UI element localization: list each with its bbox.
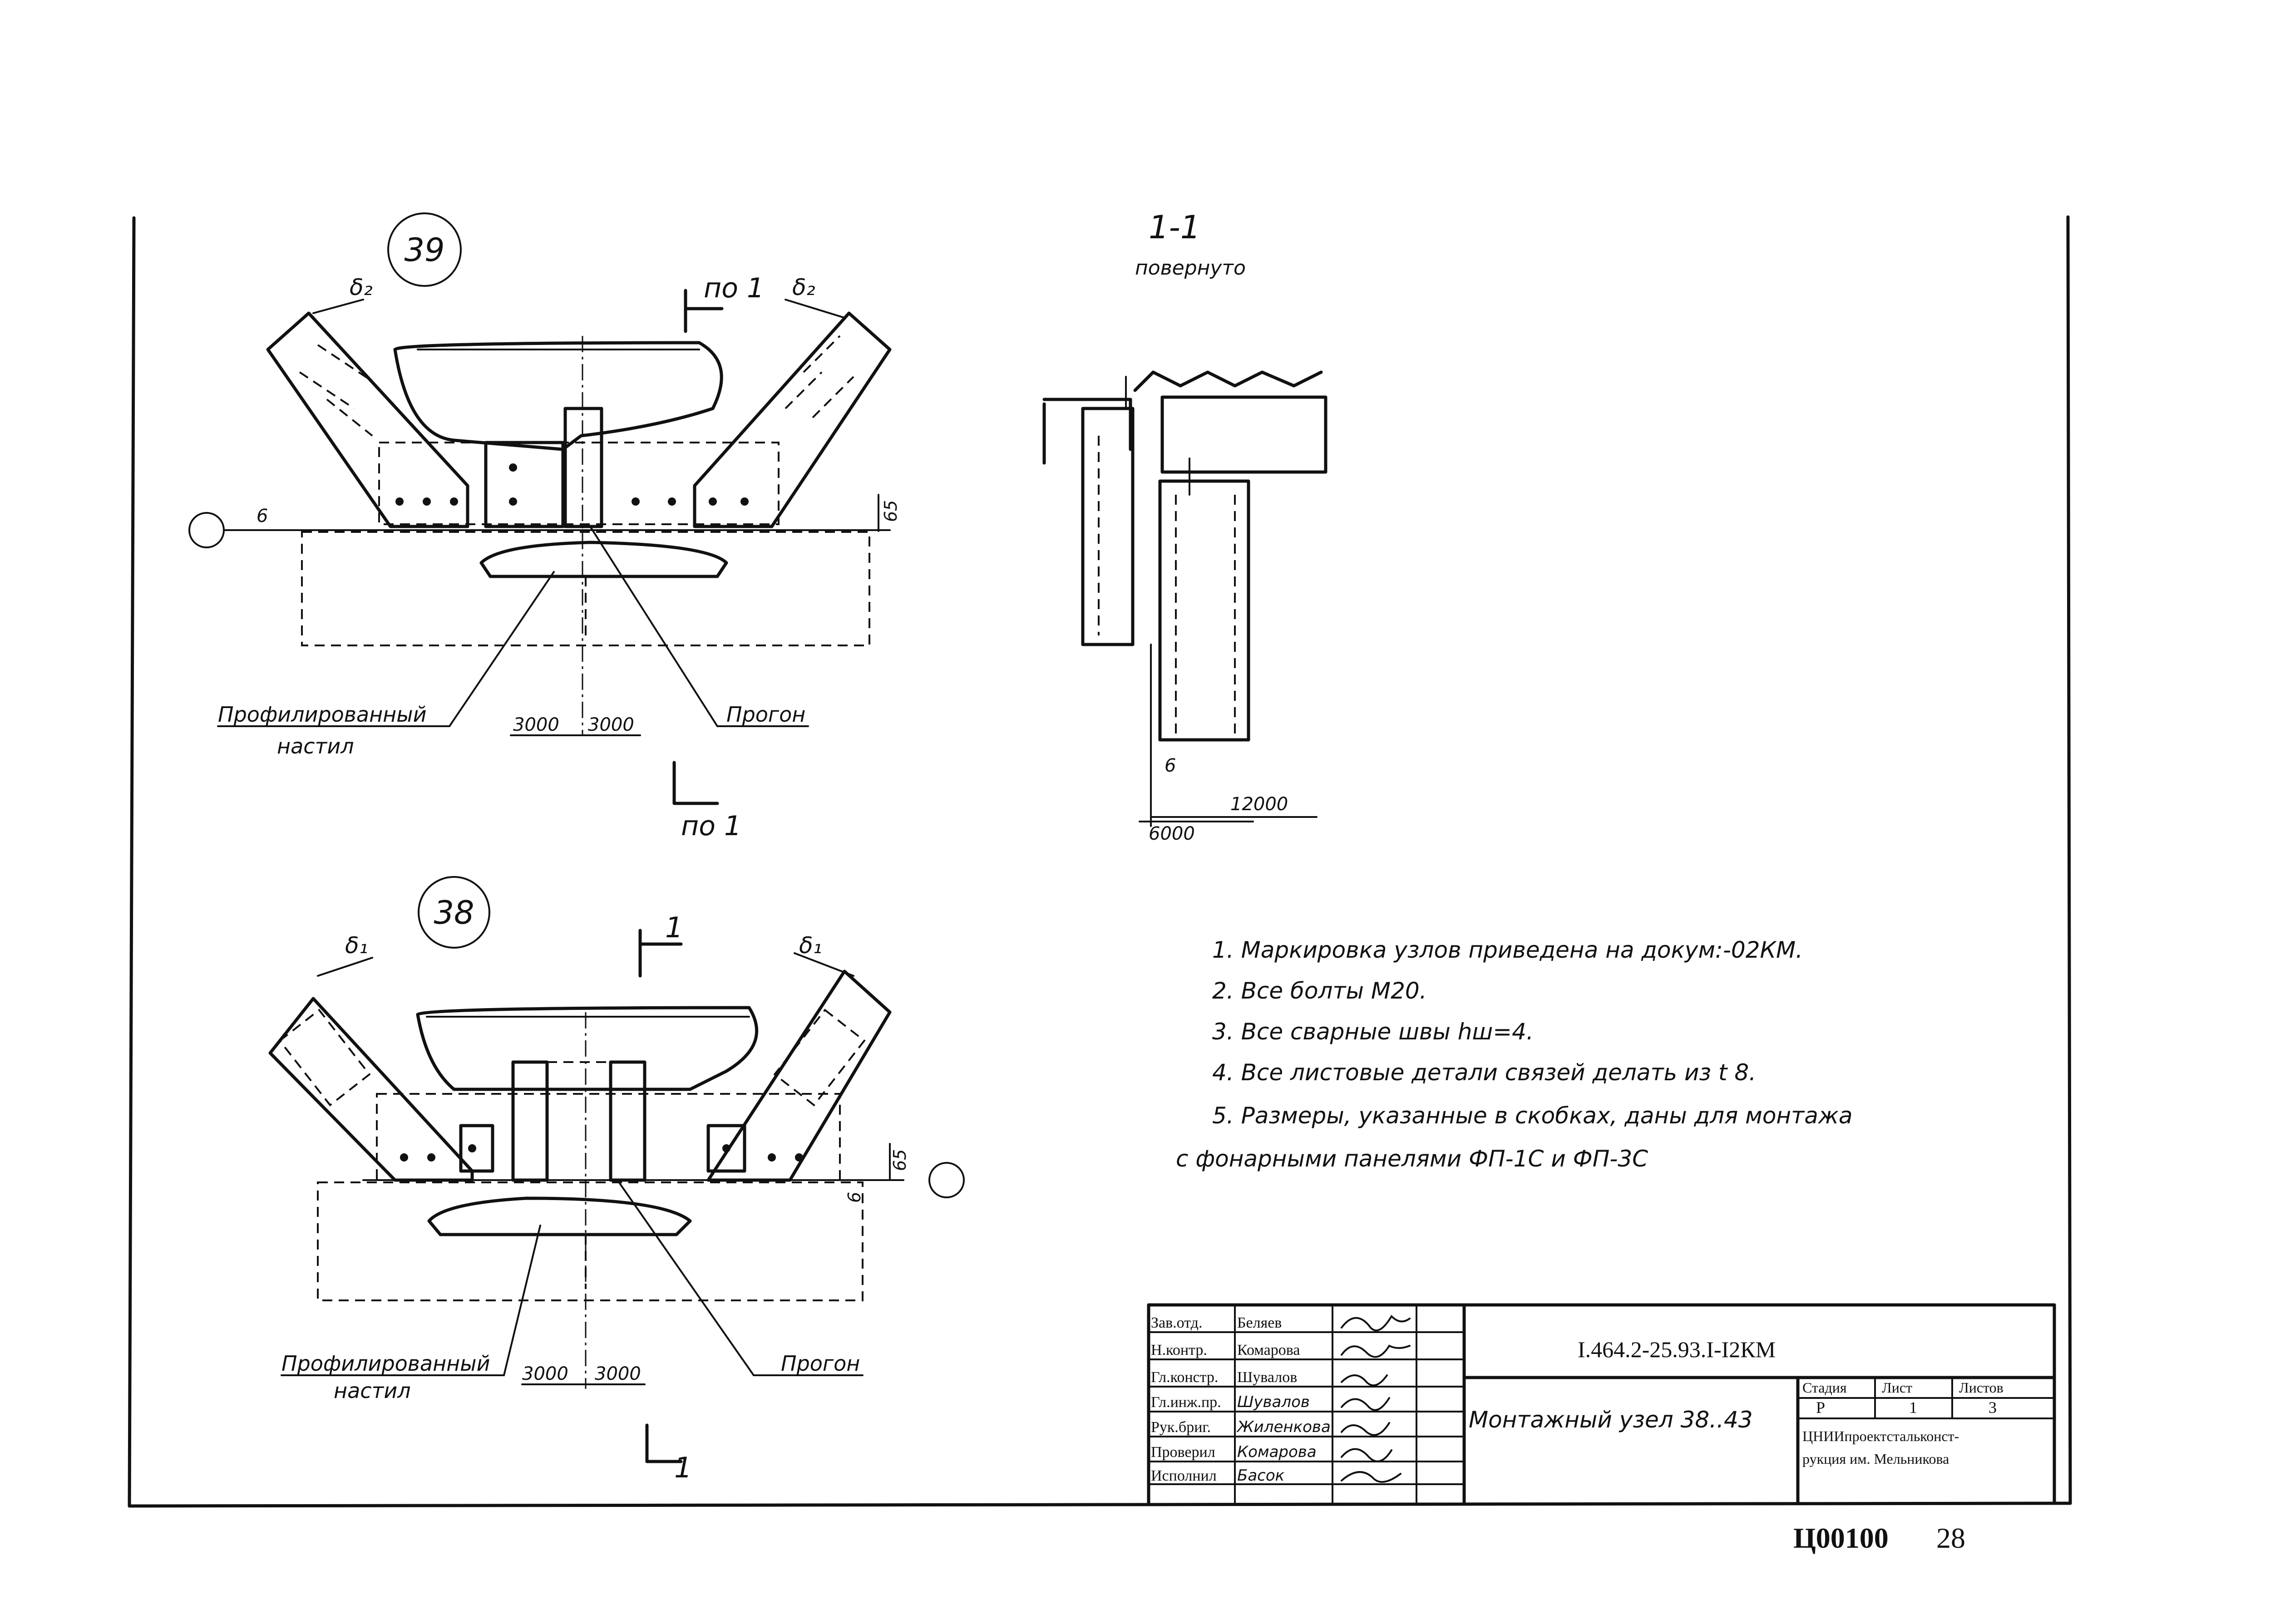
dim-right-3000: 3000	[588, 714, 634, 735]
weld-mark: 6	[844, 1192, 864, 1203]
note-4: 4. Все листовые детали связей делать из …	[1212, 1059, 1756, 1086]
flashing	[1042, 398, 1132, 465]
gusset-plate	[376, 1093, 841, 1181]
section-1-1: 1-1 повернуто 6 12000 6000	[1042, 209, 1327, 844]
truss-chord-top	[416, 1006, 759, 1091]
section-mark-top: 1	[665, 911, 683, 944]
dim-65: 65	[881, 500, 901, 522]
stage-header: Стадия	[1802, 1379, 1847, 1396]
name-7: Басок	[1237, 1467, 1285, 1485]
role-5: Рук.бриг.	[1151, 1419, 1211, 1436]
label-deck-line1: Профилированный	[281, 1351, 490, 1376]
detail-38-marker	[418, 876, 490, 949]
panel-left	[1081, 407, 1135, 646]
sheet-header: Лист	[1882, 1379, 1912, 1396]
dim-left-3000: 3000	[522, 1363, 568, 1384]
corrugated-deck	[1133, 370, 1323, 392]
vertical-post-left	[511, 1060, 549, 1182]
dim-12000: 12000	[1230, 794, 1288, 815]
brace-right	[693, 311, 892, 528]
label-purlin: Прогон	[726, 702, 805, 727]
note-2: 2. Все болты М20.	[1212, 978, 1427, 1004]
dim-65: 65	[890, 1149, 910, 1171]
note-3: 3. Все сварные швы hш=4.	[1212, 1019, 1534, 1045]
name-3: Шувалов	[1237, 1369, 1297, 1386]
detail-39-marker-label: 39	[404, 231, 444, 269]
doc-code: I.464.2-25.93.I-I2КМ	[1578, 1337, 1776, 1362]
general-notes: 1. Маркировка узлов приведена на докум:-…	[1176, 937, 1853, 1172]
stage-value: Р	[1816, 1398, 1825, 1417]
label-deck-line2: настил	[334, 1378, 411, 1403]
brace-left	[266, 311, 469, 528]
delta-left: δ₂	[350, 274, 373, 300]
delta-left: δ₁	[345, 932, 368, 959]
gusset-plate	[378, 442, 780, 525]
brace-right	[706, 969, 892, 1182]
deck-profile	[427, 1196, 692, 1236]
weld-mark: 6	[257, 506, 268, 527]
org-line2: рукция им. Мельникова	[1802, 1451, 1949, 1467]
axis-marker	[188, 512, 225, 548]
axis-marker	[928, 1162, 965, 1198]
purlin-section	[1160, 395, 1327, 474]
detail-38: 38 65 6 1 1 δ₁ δ₁ П	[268, 876, 965, 1484]
name-4: Шувалов	[1237, 1393, 1310, 1411]
panel-right	[1158, 479, 1250, 742]
label-deck-line1: Профилированный	[218, 702, 426, 727]
section-mark-bottom: по 1	[681, 810, 741, 842]
deck-profile	[479, 541, 728, 578]
role-4: Гл.инж.пр.	[1151, 1394, 1221, 1411]
name-1: Беляев	[1237, 1314, 1282, 1331]
detail-38-marker-label: 38	[434, 894, 474, 931]
truss-chord-top	[393, 341, 723, 451]
detail-39-marker	[387, 212, 462, 287]
org-line1: ЦНИИпроектстальконст-	[1802, 1428, 1959, 1444]
role-7: Исполнил	[1151, 1467, 1217, 1484]
section-subtitle: повернуто	[1135, 256, 1246, 280]
note-1: 1. Маркировка узлов приведена на докум:-…	[1212, 937, 1803, 963]
label-purlin: Прогон	[781, 1351, 860, 1376]
dim-left-3000: 3000	[513, 714, 559, 735]
note-5-continued: с фонарными панелями ФП-1С и ФП-3С	[1176, 1146, 1648, 1172]
purlin-beam	[301, 531, 870, 646]
section-mark-bottom: 1	[674, 1451, 692, 1484]
page-number: 28	[1936, 1522, 1965, 1554]
vertical-post-right	[609, 1060, 646, 1182]
delta-right: δ₁	[799, 932, 822, 959]
sheet-value: 1	[1909, 1398, 1917, 1417]
role-3: Гл.констр.	[1151, 1369, 1218, 1386]
sheet-frame	[128, 215, 2072, 1508]
role-2: Н.контр.	[1151, 1342, 1207, 1358]
name-5: Жиленкова	[1236, 1418, 1331, 1436]
note-5: 5. Размеры, указанные в скобках, даны дл…	[1212, 1102, 1853, 1129]
sheets-header: Листов	[1959, 1379, 2004, 1396]
drawing-title: Монтажный узел 38..43	[1469, 1407, 1753, 1433]
delta-right: δ₂	[792, 274, 815, 300]
splice-plate	[484, 441, 565, 528]
dim-right-3000: 3000	[595, 1363, 641, 1384]
dim-6000: 6000	[1149, 823, 1195, 844]
detail-39: 39 6 65 по 1 по 1	[188, 212, 901, 842]
brace-left	[268, 997, 474, 1182]
weld-mark: 6	[1165, 755, 1176, 776]
sheets-value: 3	[1989, 1398, 1997, 1417]
role-1: Зав.отд.	[1151, 1314, 1202, 1331]
vertical-post	[563, 407, 603, 528]
name-6: Комарова	[1237, 1443, 1317, 1461]
purlin-beam	[317, 1181, 864, 1301]
archive-number: Ц00100	[1793, 1522, 1889, 1554]
label-deck-line2: настил	[277, 734, 354, 758]
section-title: 1-1	[1149, 209, 1200, 246]
role-6: Проверил	[1151, 1444, 1215, 1461]
signatures	[1341, 1314, 1411, 1483]
section-mark-top: по 1	[704, 272, 764, 304]
name-2: Комарова	[1237, 1342, 1300, 1358]
title-block: I.464.2-25.93.I-I2КМ Монтажный узел 38..…	[1147, 1303, 2056, 1505]
